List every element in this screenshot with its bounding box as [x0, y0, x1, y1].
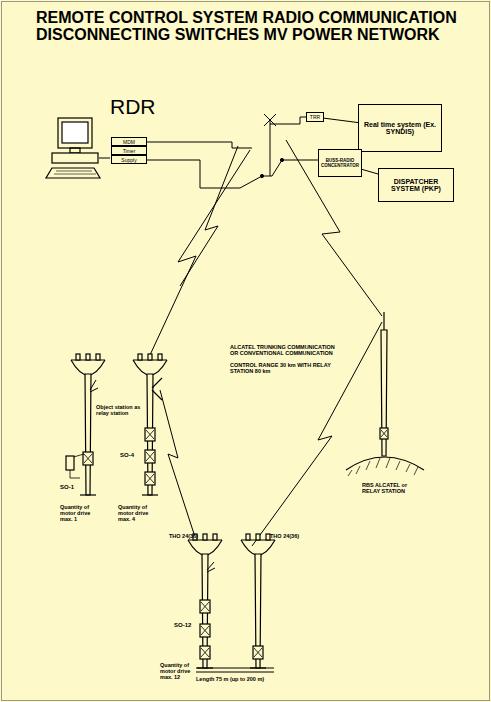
stroke	[188, 540, 222, 555]
stroke	[201, 648, 209, 657]
stroke	[200, 646, 210, 659]
stroke	[146, 430, 154, 439]
stroke	[84, 454, 92, 463]
callout-text: THO 24(36)	[270, 533, 306, 539]
callout-text: Quantity of motor drive max. 12	[160, 662, 194, 680]
stroke	[152, 378, 162, 400]
stroke	[145, 472, 155, 485]
link-note: ALCATEL TRUNKING COMMUNICATION OR CONVEN…	[230, 344, 342, 356]
relay-mast	[346, 312, 424, 476]
box-text: Supply	[121, 157, 136, 163]
box-text: MDM	[123, 139, 135, 145]
title: REMOTE CONTROL SYSTEM RADIO COMMUNICATIO…	[36, 10, 484, 44]
stroke	[146, 452, 154, 461]
modem-box: MDM	[111, 137, 147, 146]
stroke	[90, 380, 98, 392]
stroke	[246, 534, 250, 540]
stroke	[254, 648, 262, 657]
pole-symbol	[241, 534, 275, 668]
stroke	[83, 452, 93, 465]
callout-text: SO-4	[120, 452, 144, 459]
callout-text: Quantity of motor drive max. 4	[118, 504, 158, 522]
connector	[324, 118, 358, 122]
stroke	[203, 534, 207, 540]
stroke	[145, 428, 155, 441]
stroke	[241, 540, 275, 555]
antenna-symbol	[260, 114, 283, 178]
box-text: Timer	[123, 148, 136, 154]
system-box: Real time system (Ex. SYNDIS)	[358, 104, 442, 152]
stroke	[213, 534, 217, 540]
stroke	[96, 354, 100, 360]
link-note: CONTROL RANGE 30 km WITH RELAY STATION 8…	[230, 362, 342, 374]
box-text: BUSS-RADIO CONCENTRATOR	[321, 158, 359, 168]
callout-text: Quantity of motor drive max. 1	[60, 504, 100, 522]
span-dimension	[196, 668, 274, 672]
stroke	[145, 450, 155, 463]
stroke	[66, 456, 74, 470]
callout-text: Object station as relay station	[96, 404, 144, 416]
box-text: TRR	[310, 114, 320, 120]
stroke	[201, 602, 209, 611]
callout-text: THO 24(36)	[166, 533, 198, 539]
stroke	[200, 624, 210, 637]
stroke	[200, 600, 210, 613]
callout-text: RBS ALCATEL or RELAY STATION	[362, 482, 422, 494]
stroke	[146, 474, 154, 483]
stroke	[207, 562, 215, 572]
box-text: DISPATCHER SYSTEM (PKP)	[381, 178, 451, 192]
wire	[99, 117, 318, 188]
computer-icon	[46, 118, 100, 178]
callout-text: SO-1	[60, 484, 84, 491]
stroke	[158, 354, 162, 360]
stroke	[256, 534, 260, 540]
callout-text: SO-12	[174, 622, 200, 629]
stroke	[76, 354, 80, 360]
stroke	[148, 354, 152, 360]
stroke	[266, 534, 270, 540]
stroke	[142, 494, 158, 495]
box-text: Real time system (Ex. SYNDIS)	[361, 121, 439, 135]
stroke	[250, 667, 266, 668]
station-name: RDR	[110, 95, 156, 118]
callout-text: Length 75 m (up to 200 m)	[196, 676, 306, 682]
concentrator-box: BUSS-RADIO CONCENTRATOR	[318, 149, 362, 177]
modem-box: Timer	[111, 146, 147, 155]
connector	[362, 169, 378, 174]
stroke	[86, 354, 90, 360]
stroke	[138, 354, 142, 360]
stroke	[201, 626, 209, 635]
radio-link	[150, 140, 382, 546]
stroke	[80, 494, 96, 495]
stroke	[71, 360, 105, 375]
pole-symbol	[188, 534, 222, 668]
stroke	[133, 360, 167, 375]
modem-box: Supply	[111, 155, 147, 164]
stroke	[197, 667, 213, 668]
pole-symbol	[66, 354, 105, 495]
system-box: DISPATCHER SYSTEM (PKP)	[378, 168, 454, 202]
stroke	[253, 646, 263, 659]
pole-symbol	[133, 354, 167, 495]
system-box: TRR	[306, 112, 324, 122]
